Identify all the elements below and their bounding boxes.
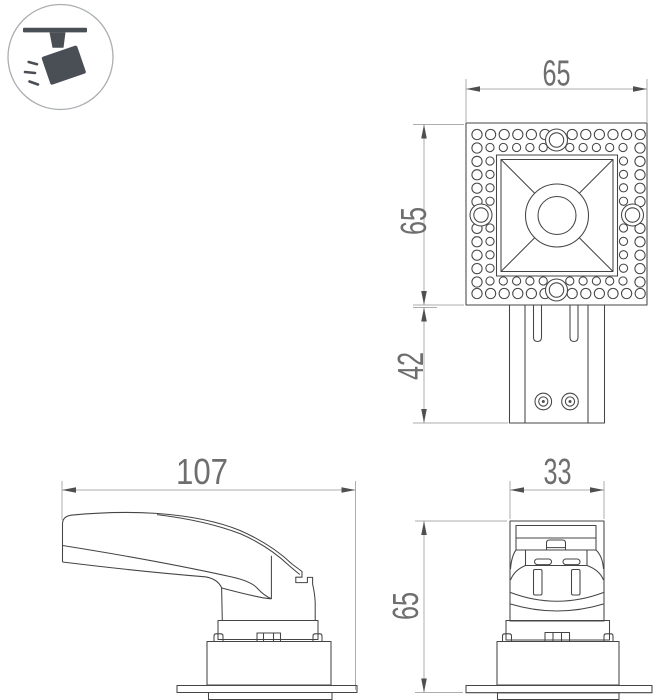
brand-logo [7,3,114,111]
lamp-outer-circle [524,183,590,248]
lamp-head-profile [61,511,316,621]
side-view-drawing: 107 [61,451,358,700]
dim-label-front-width: 33 [544,451,572,492]
side-flange-plate [176,684,358,694]
square-opening [495,154,619,277]
dim-top-height: 65 [393,124,464,306]
front-body [509,520,605,622]
dim-top-width: 65 [465,53,648,122]
dim-label-side-length: 107 [176,451,228,492]
dim-label-bracket-depth: 42 [390,352,431,380]
side-trim-lip [207,691,333,700]
dim-front-height: 65 [385,520,507,693]
mounting-bracket [508,305,606,424]
front-trim-lip [496,692,620,700]
dim-side-length: 107 [61,451,356,690]
dim-label-front-height: 65 [385,592,426,620]
track-spotlight-icon [23,27,87,86]
front-housing [465,619,653,700]
dim-label-top-height: 65 [393,207,434,235]
dim-front-width: 33 [509,451,605,519]
dim-label-top-width: 65 [543,53,571,94]
side-housing [176,619,358,700]
trimless-faceplate [465,122,648,306]
plate-perforation-holes [471,128,646,300]
bracket-screw-1 [534,392,553,411]
lamp-inner-circle [537,195,577,236]
front-view-drawing: 33 65 [385,451,653,700]
dim-bracket-depth: 42 [390,307,508,424]
top-view-drawing: 65 65 42 [390,53,648,424]
plate-screw-rings [469,128,645,302]
bracket-screw-2 [561,392,579,411]
front-flange-plate [465,684,653,694]
